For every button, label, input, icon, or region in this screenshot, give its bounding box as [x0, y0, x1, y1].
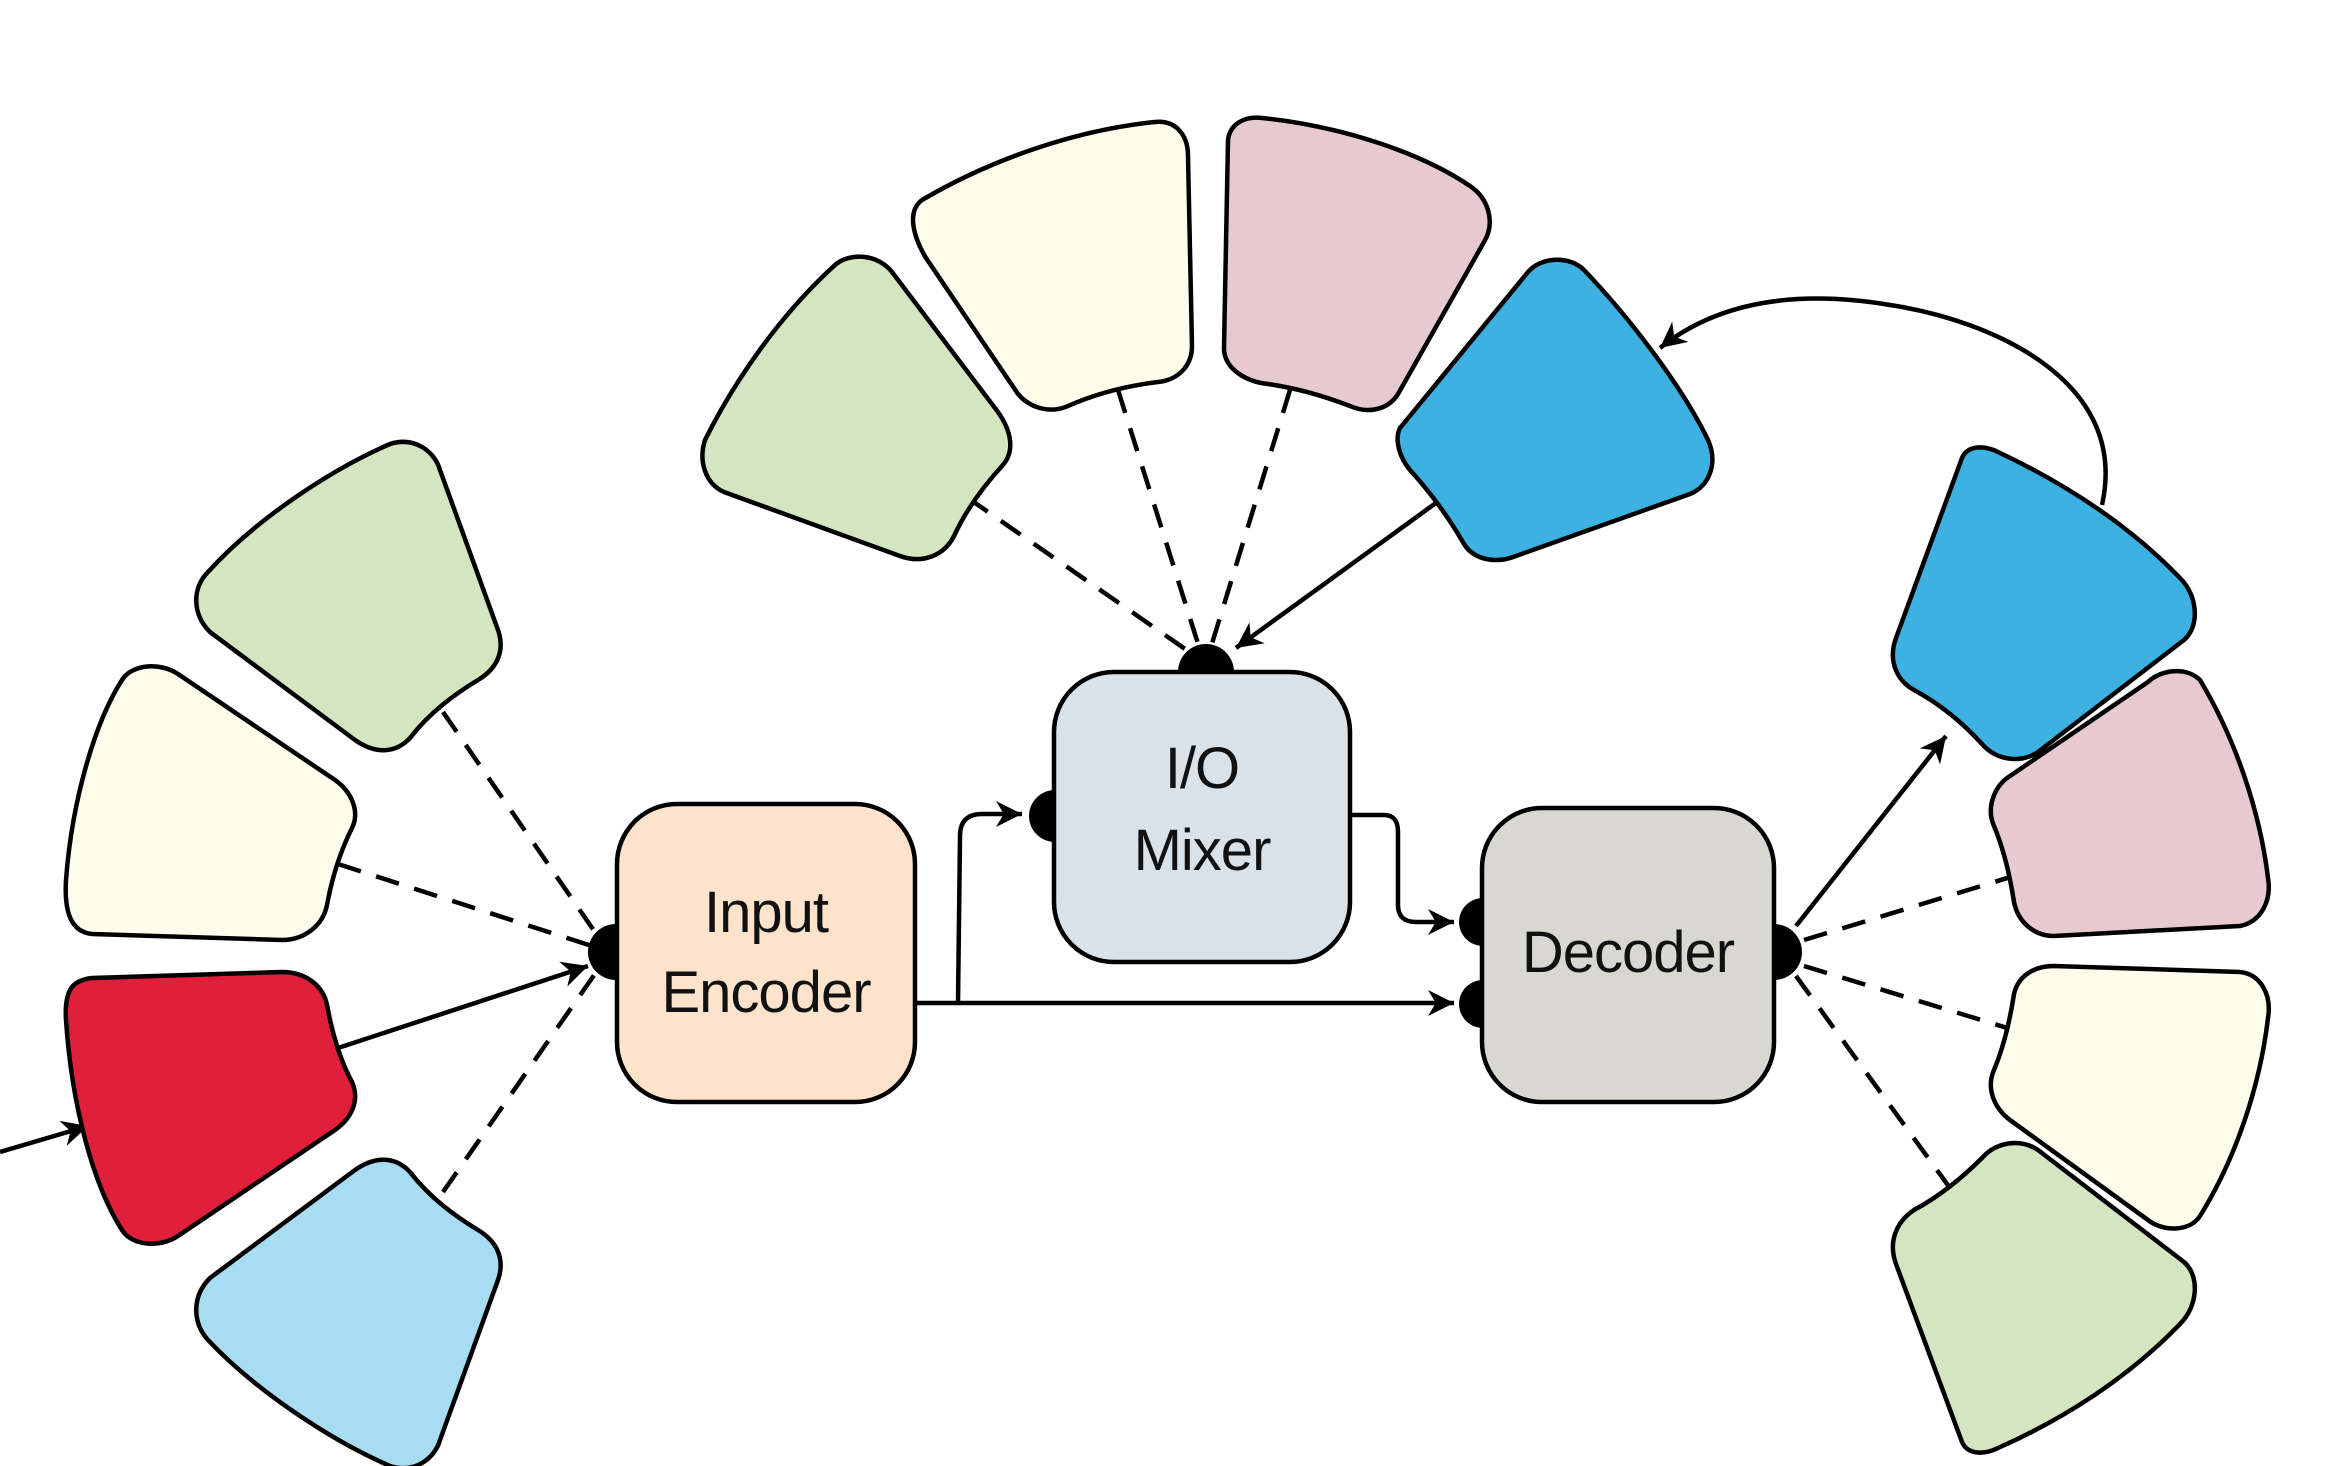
left-segment-yellow: [63, 664, 358, 943]
edge-left-lightblue-to-encoder: [441, 956, 608, 1194]
left-segment-red: [63, 969, 358, 1246]
edge-mixer-to-decoder: [1348, 812, 1454, 935]
edge-left-yellow-to-encoder: [337, 861, 599, 951]
mixer-left-port: [1029, 790, 1055, 842]
top-segment-pink: [1221, 115, 1492, 413]
top-segment-yellow: [910, 119, 1195, 412]
input-encoder-label-line2: Encoder: [661, 960, 871, 1025]
right-segment-pink: [1988, 669, 2271, 939]
ports: [588, 644, 1802, 1028]
edge-top-blue-to-mixer: [1234, 498, 1442, 650]
edge-decoder-to-right-blue: [1794, 734, 1948, 928]
input-encoder-label-line1: Input: [704, 880, 829, 945]
decoder-bottom-port: [1459, 980, 1483, 1028]
left-segment-light-blue: [194, 1157, 503, 1466]
io-mixer-label-line1: I/O: [1165, 736, 1239, 801]
edge-left-green-to-encoder: [441, 710, 608, 950]
input-encoder-shape: [614, 801, 918, 1105]
edge-top-green-to-mixer: [966, 496, 1200, 660]
right-segment-blue: [1890, 445, 2198, 762]
edge-left-red-to-encoder: [337, 961, 589, 1051]
top-segment-blue: [1395, 257, 1715, 563]
mixer-top-port: [1178, 644, 1234, 672]
top-fan: [700, 115, 1715, 563]
decoder-label: Decoder: [1522, 920, 1735, 985]
edge-loop-feedback: [1658, 296, 2108, 506]
io-mixer-shape: [1051, 669, 1353, 965]
right-segment-green: [1890, 1140, 2198, 1455]
decoder-output-port: [1774, 924, 1802, 980]
edge-top-yellow-to-mixer: [1115, 389, 1203, 651]
decoder-box: Decoder: [1479, 805, 1777, 1105]
right-segment-yellow: [1988, 963, 2271, 1231]
edge-encoder-to-mixer: [955, 801, 1022, 1004]
edge-top-pink-to-mixer: [1207, 389, 1293, 651]
io-mixer-box: I/O Mixer: [1051, 669, 1353, 965]
top-segment-green: [700, 254, 1013, 562]
edge-external-input: [0, 1120, 89, 1155]
decoder-top-port: [1459, 898, 1483, 946]
edge-decoder-to-right-green: [1794, 974, 1952, 1190]
left-fan: [63, 439, 503, 1466]
decoder-shape: [1479, 805, 1777, 1105]
encoder-input-port: [588, 924, 616, 980]
input-encoder-box: Input Encoder: [614, 801, 918, 1105]
io-mixer-label-line2: Mixer: [1134, 818, 1271, 883]
left-segment-green: [194, 439, 503, 753]
right-fan: [1890, 445, 2271, 1455]
